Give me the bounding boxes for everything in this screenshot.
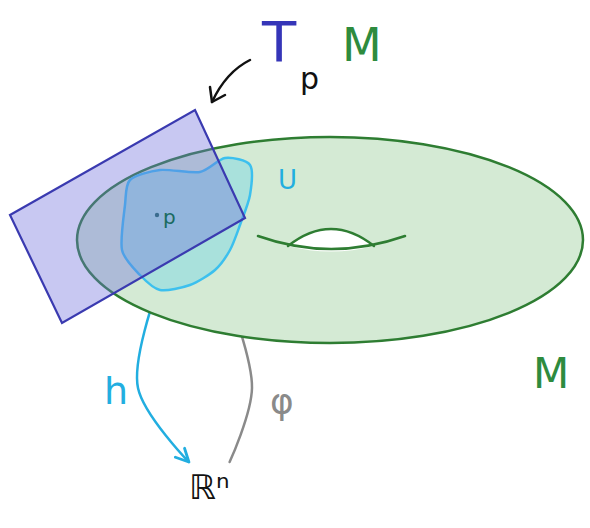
manifold-label: M: [342, 22, 382, 68]
euclidean-space: ℝⁿ: [185, 466, 233, 508]
map-label: h: [104, 372, 128, 410]
point-label: p: [163, 207, 176, 227]
region-label: U: [278, 167, 297, 193]
map-label: φ: [270, 384, 294, 420]
plane-subscript: p: [300, 64, 319, 94]
plane-shape: [10, 110, 245, 323]
space-label: ℝⁿ: [189, 470, 229, 504]
tangent-plane: TpM: [10, 110, 247, 325]
tangent-plane-outline: [10, 110, 247, 325]
leader-arrow: [210, 60, 250, 102]
hole-curve: [258, 236, 405, 249]
hole-curve: [288, 229, 374, 246]
plane-label: T: [262, 14, 296, 70]
manifold-label: M: [533, 353, 569, 395]
